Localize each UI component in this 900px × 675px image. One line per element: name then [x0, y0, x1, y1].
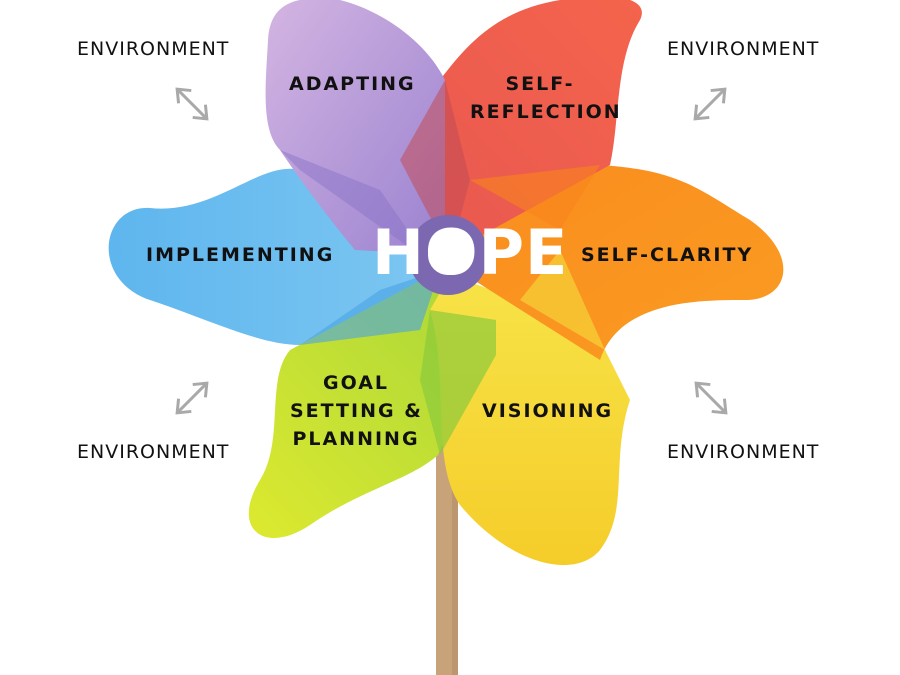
label-line: PLANNING	[292, 428, 420, 450]
label-line: GOAL	[322, 372, 390, 394]
label-adapting: ADAPTING	[289, 73, 416, 95]
double-arrow-icon	[687, 81, 733, 127]
environment-label-top-left: ENVIRONMENT	[77, 38, 230, 60]
blade-adapting	[265, 0, 445, 255]
label-implementing: IMPLEMENTING	[146, 244, 335, 266]
environment-label-top-right: ENVIRONMENT	[667, 38, 820, 60]
label-line: REFLECTION	[470, 101, 622, 123]
label-self-clarity: SELF-CLARITY	[581, 244, 754, 266]
label-self-reflection: SELF- REFLECTION	[470, 70, 622, 126]
label-visioning: VISIONING	[482, 400, 614, 422]
double-arrow-icon	[169, 375, 215, 421]
label-line: SELF-	[505, 73, 575, 95]
center-word: HOPE	[372, 216, 569, 289]
environment-label-bottom-left: ENVIRONMENT	[77, 441, 230, 463]
label-line: SETTING &	[290, 400, 423, 422]
label-goal-setting: GOAL SETTING & PLANNING	[290, 369, 422, 453]
double-arrow-icon	[688, 375, 734, 421]
environment-label-bottom-right: ENVIRONMENT	[667, 441, 820, 463]
double-arrow-icon	[169, 81, 215, 127]
